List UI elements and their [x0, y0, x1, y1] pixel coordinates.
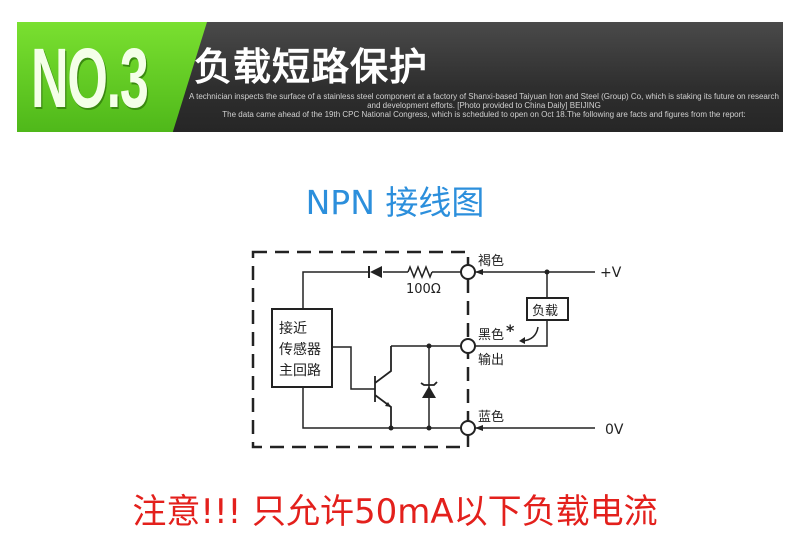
diode-bar	[368, 266, 370, 278]
banner-fine-print: A technician inspects the surface of a s…	[189, 92, 779, 110]
wire-load-output	[475, 320, 548, 347]
sensor-label-line: 传感器	[279, 341, 321, 358]
load-label: 负载	[532, 304, 558, 319]
section-banner: NO.3 负载短路保护 A technician inspects the su…	[17, 22, 783, 132]
sensor-main-circuit-box	[271, 308, 333, 388]
black-wire-label: 黑色	[478, 327, 504, 343]
sensor-label-line: 接近	[279, 320, 307, 337]
terminal-blue	[460, 420, 476, 436]
section-title: 负载短路保护	[194, 45, 429, 89]
wire-ground	[302, 387, 461, 429]
load-current-warning: 注意!!! 只允许50mA以下负载电流	[132, 492, 658, 532]
resistor-label: 100Ω	[406, 282, 441, 297]
banner-green-badge	[17, 22, 207, 132]
junction-dot	[544, 269, 550, 275]
diagram-title: NPN 接线图	[305, 183, 485, 222]
brown-wire-label: 褐色	[478, 253, 504, 269]
terminal-brown	[460, 264, 476, 280]
emitter-arrow-icon	[385, 402, 391, 407]
diode-icon	[370, 266, 382, 278]
junction-dot	[426, 425, 432, 431]
blue-wire-label: 蓝色	[478, 409, 504, 425]
asterisk-mark: *	[506, 321, 515, 340]
banner-fine-print: The data came ahead of the 19th CPC Nati…	[222, 110, 746, 119]
banner-fine-print-block: A technician inspects the surface of a s…	[189, 92, 779, 119]
transistor-icon	[374, 346, 392, 428]
terminal-black	[460, 338, 476, 354]
zener-triangle	[422, 386, 436, 398]
zero-v-label: 0V	[605, 422, 624, 438]
plus-v-label: +V	[600, 265, 622, 281]
section-number: NO.3	[31, 31, 149, 125]
wire-base	[332, 346, 375, 390]
zener-diode-icon	[420, 381, 438, 386]
arrow-head	[475, 269, 525, 431]
wire-supply	[302, 271, 461, 309]
junction-dot	[388, 425, 394, 431]
junction-dot	[426, 343, 432, 349]
resistor-icon	[407, 264, 433, 280]
sensor-label-line: 主回路	[279, 363, 321, 379]
wire-plus-v	[475, 271, 595, 298]
output-label: 输出	[478, 352, 504, 368]
